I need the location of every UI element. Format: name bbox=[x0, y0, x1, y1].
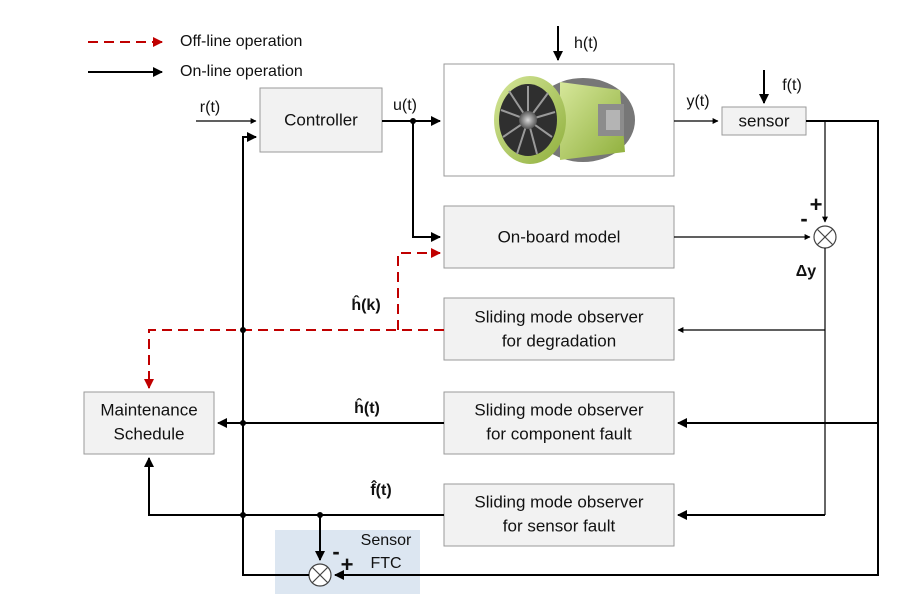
smo-sensor-label-1: Sliding mode observer bbox=[474, 492, 643, 511]
controller-label: Controller bbox=[284, 110, 358, 129]
maintenance-label-2: Schedule bbox=[114, 424, 185, 443]
health-signal-label: h(t) bbox=[574, 35, 598, 52]
ftc-plus-sign: + bbox=[341, 552, 354, 577]
turbofan-engine-icon bbox=[494, 76, 635, 164]
junction-dots bbox=[240, 118, 416, 518]
smo-sensor-label-2: for sensor fault bbox=[503, 516, 616, 535]
smo-degradation-label-2: for degradation bbox=[502, 331, 616, 350]
smo-component-label-1: Sliding mode observer bbox=[474, 400, 643, 419]
ftc-summing-junction bbox=[308, 563, 332, 587]
offline-signal-lines bbox=[144, 248, 444, 389]
sensor-fault-signal-label: f(t) bbox=[782, 77, 802, 94]
residual-summing-junction bbox=[813, 225, 837, 249]
smo-degradation-label-1: Sliding mode observer bbox=[474, 307, 643, 326]
online-signal-lines bbox=[144, 26, 879, 580]
onboard-model-label: On-board model bbox=[498, 227, 621, 246]
maintenance-block bbox=[83, 391, 215, 455]
reference-signal-label: r(t) bbox=[200, 99, 220, 116]
legend: Off-line operation On-line operation bbox=[88, 33, 303, 80]
legend-online-label: On-line operation bbox=[180, 63, 303, 80]
residual-minus-sign: - bbox=[800, 206, 807, 231]
legend-offline-label: Off-line operation bbox=[180, 33, 302, 50]
sensor-label: sensor bbox=[738, 111, 789, 130]
sensor-ftc-label-2: FTC bbox=[370, 555, 401, 572]
control-signal-label: u(t) bbox=[393, 97, 417, 114]
fault-estimate-label: f̂(t) bbox=[370, 479, 391, 499]
sensor-ftc-box bbox=[275, 530, 420, 594]
residual-plus-sign: + bbox=[810, 192, 823, 217]
health-estimate-label: ĥ(t) bbox=[354, 397, 380, 417]
ftc-minus-sign: - bbox=[332, 539, 339, 564]
controller-block bbox=[259, 87, 383, 153]
output-signal-label: y(t) bbox=[686, 93, 709, 110]
smo-degradation-block bbox=[443, 297, 675, 361]
health-k-estimate-label: ĥ(k) bbox=[351, 294, 380, 314]
residual-signal-label: Δy bbox=[796, 263, 817, 280]
maintenance-label-1: Maintenance bbox=[100, 400, 197, 419]
sensor-ftc-label-1: Sensor bbox=[361, 532, 412, 549]
smo-component-block bbox=[443, 391, 675, 455]
smo-component-label-2: for component fault bbox=[486, 424, 632, 443]
